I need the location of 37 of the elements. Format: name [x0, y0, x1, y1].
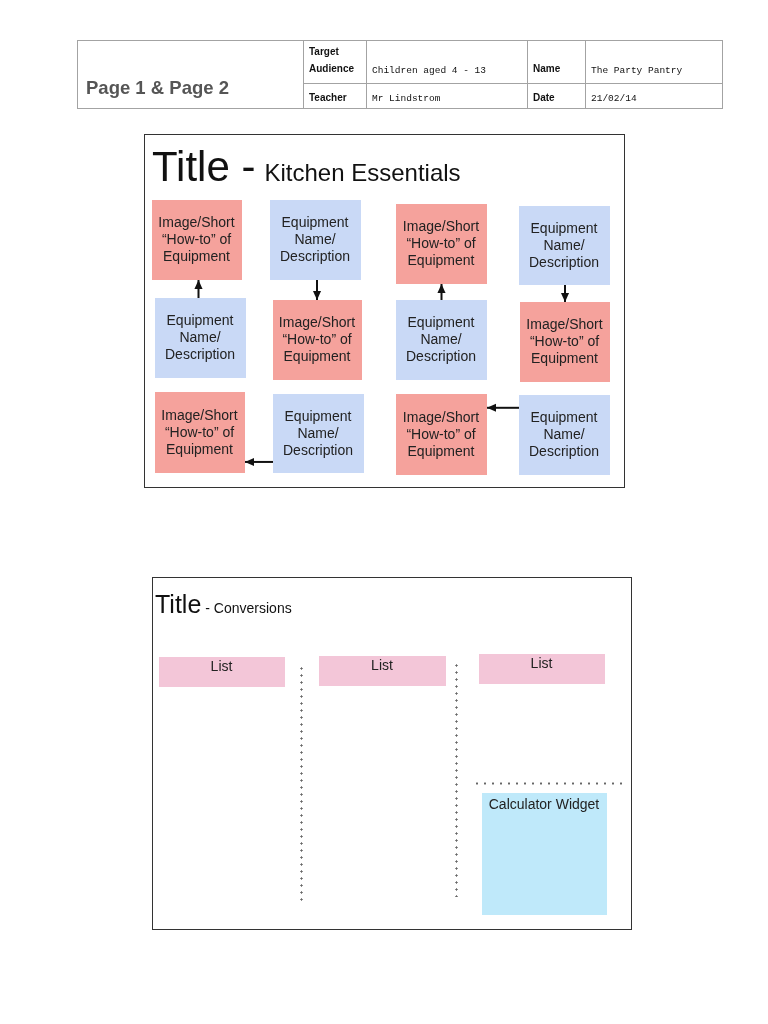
field-label: Target Audience	[309, 45, 355, 76]
image-panel: Image/Short “How-to” of Equipment	[272, 299, 362, 380]
list-panel: List	[318, 655, 446, 686]
arrow	[194, 279, 203, 299]
description-panel: Equipment Name/ Description	[395, 299, 487, 380]
field-value: The Party Pantry	[591, 65, 683, 76]
widget-panel: Calculator Widget	[481, 792, 607, 915]
page-title: Page 1 & Page 2	[86, 77, 229, 98]
description-panel: Equipment Name/ Description	[272, 393, 364, 473]
frame-subtitle: Kitchen Essentials	[264, 159, 461, 186]
description-panel: Equipment Name/ Description	[518, 205, 610, 285]
list-panel: List	[158, 656, 285, 687]
frame-subtitle: - Conversions	[205, 600, 292, 616]
field-value: 21/02/14	[591, 93, 637, 104]
description-panel: Equipment Name/ Description	[269, 199, 361, 280]
image-panel: Image/Short “How-to” of Equipment	[395, 393, 487, 475]
field-value: Mr Lindstrom	[372, 93, 441, 104]
arrow	[486, 403, 520, 412]
field-label: Teacher	[309, 90, 347, 105]
arrow	[312, 279, 322, 301]
arrow	[437, 283, 446, 301]
frame-title: Title	[155, 590, 202, 618]
wireframe-panel	[144, 134, 625, 488]
arrow	[560, 284, 570, 303]
image-panel: Image/Short “How-to” of Equipment	[151, 199, 242, 280]
field-label: Name	[533, 62, 561, 76]
frame-title: Title -	[152, 143, 256, 190]
image-panel: Image/Short “How-to” of Equipment	[519, 301, 610, 382]
image-panel: Image/Short “How-to” of Equipment	[154, 391, 245, 473]
list-panel: List	[478, 653, 605, 684]
wireframe-panel	[152, 577, 632, 930]
field-value: Children aged 4 - 13	[372, 65, 487, 76]
description-panel: Equipment Name/ Description	[154, 297, 246, 378]
description-panel: Equipment Name/ Description	[518, 394, 610, 475]
field-label: Date	[533, 90, 555, 105]
image-panel: Image/Short “How-to” of Equipment	[395, 203, 487, 284]
arrow	[244, 457, 274, 466]
